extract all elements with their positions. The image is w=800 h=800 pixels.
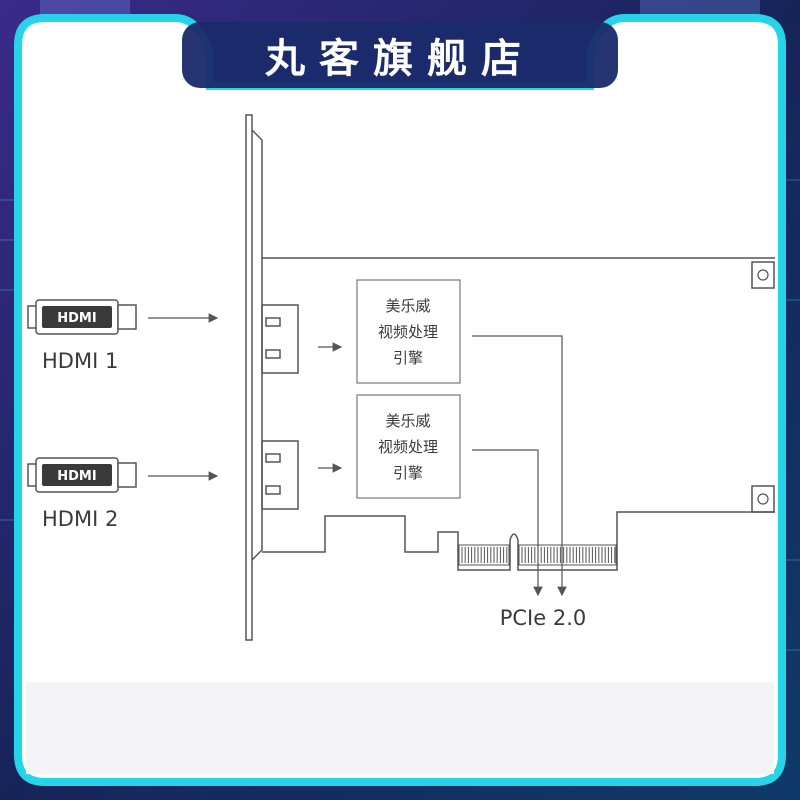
mount-hole-bottom [752,486,774,512]
hdmi-1-label: HDMI 1 [42,349,118,373]
engine-1-line2: 视频处理 [378,323,438,341]
engine-2-to-pcie [472,450,538,595]
hdmi-port-1 [262,305,298,373]
engine-2-line1: 美乐威 [385,412,430,430]
engine-box-1: 美乐威 视频处理 引擎 [357,280,460,383]
mount-hole-top [752,262,774,288]
hdmi-2-label: HDMI 2 [42,507,118,531]
pcb-outline [262,258,775,570]
hdmi-connector-2-text: HDMI [57,469,96,484]
engine-box-2: 美乐威 视频处理 引擎 [357,395,460,498]
engine-2-line2: 视频处理 [378,438,438,456]
pcie-label: PCIe 2.0 [500,606,587,630]
engine-2-line3: 引擎 [393,464,423,482]
pcie-bracket [246,115,262,640]
hdmi-connector-1-text: HDMI [57,311,96,326]
hdmi-port-2 [262,441,298,509]
engine-1-line1: 美乐威 [385,297,430,315]
engine-1-line3: 引擎 [393,349,423,367]
hdmi-connector-1: HDMI [28,300,136,334]
finger-strip [519,545,616,565]
hdmi-connector-2: HDMI [28,458,136,492]
